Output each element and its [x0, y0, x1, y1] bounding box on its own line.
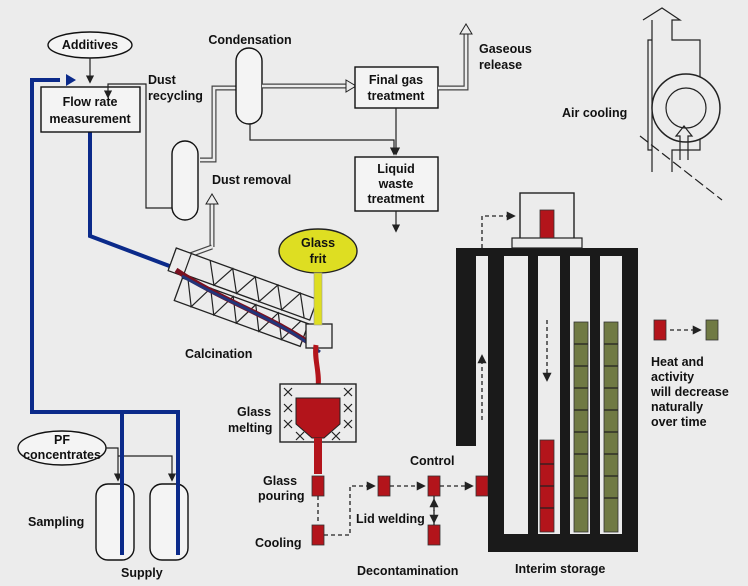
condensation-column: Condensation: [208, 33, 292, 125]
additives-node: Additives: [47, 31, 133, 59]
final-gas-label-2: treatment: [368, 89, 426, 103]
glass-frit-label-1: Glass: [301, 236, 335, 250]
dust-removal-column: Dust removal: [171, 140, 291, 221]
dust-recycling-loop: Dust recycling: [103, 73, 203, 209]
heat-label-4: naturally: [651, 400, 703, 414]
liquid-waste-label-1: Liquid: [377, 162, 415, 176]
heat-label-1: Heat and: [651, 355, 704, 369]
dust-recycling-label-2: recycling: [148, 89, 203, 103]
pf-label-2: concentrates: [23, 448, 101, 462]
cooling-label: Cooling: [255, 536, 302, 550]
flow-rate-label-2: measurement: [49, 112, 131, 126]
heat-label-3: will decrease: [650, 385, 729, 399]
final-gas-label-1: Final gas: [369, 73, 423, 87]
gaseous-release-label-2: release: [479, 58, 522, 72]
liquid-waste-treatment-box: Liquid waste treatment: [354, 156, 439, 212]
glass-melting-label-2: melting: [228, 421, 272, 435]
heat-label-2: activity: [651, 370, 694, 384]
canister-line: [311, 475, 489, 546]
glass-pouring-label-1: Glass: [263, 474, 297, 488]
sampling-label: Sampling: [28, 515, 84, 529]
glass-frit-node: Glass frit: [278, 228, 358, 274]
lid-welding-label: Lid welding: [356, 512, 425, 526]
interim-storage-label: Interim storage: [515, 562, 605, 576]
flow-rate-label-1: Flow rate: [63, 95, 118, 109]
liquid-waste-label-3: treatment: [368, 192, 426, 206]
final-gas-treatment-box: Final gas treatment: [354, 66, 439, 109]
supply-label: Supply: [121, 566, 163, 580]
interim-storage-vault: [456, 192, 638, 552]
decay-legend: Heat and activity will decrease naturall…: [650, 319, 729, 429]
pf-concentrates-node: PF concentrates: [17, 430, 107, 466]
dust-removal-label: Dust removal: [212, 173, 291, 187]
air-cooling-label: Air cooling: [562, 106, 627, 120]
glass-melting-furnace: Glass melting: [228, 383, 357, 474]
air-cooling-fan-icon: [639, 7, 723, 201]
control-label: Control: [410, 454, 454, 468]
pf-label-1: PF: [54, 433, 70, 447]
glass-pouring-label-2: pouring: [258, 489, 305, 503]
flow-rate-measurement-box: Flow rate measurement: [40, 86, 141, 133]
dust-recycling-label-1: Dust: [148, 73, 177, 87]
condensation-label: Condensation: [208, 33, 291, 47]
glass-melting-label-1: Glass: [237, 405, 271, 419]
heat-label-5: over time: [651, 415, 707, 429]
calcination-label: Calcination: [185, 347, 252, 361]
decontamination-label: Decontamination: [357, 564, 458, 578]
sampling-tanks: [95, 483, 189, 561]
glass-frit-label-2: frit: [310, 252, 328, 266]
liquid-waste-label-2: waste: [378, 177, 414, 191]
gaseous-release-label-1: Gaseous: [479, 42, 532, 56]
additives-label: Additives: [62, 38, 118, 52]
calciner: [167, 247, 333, 389]
